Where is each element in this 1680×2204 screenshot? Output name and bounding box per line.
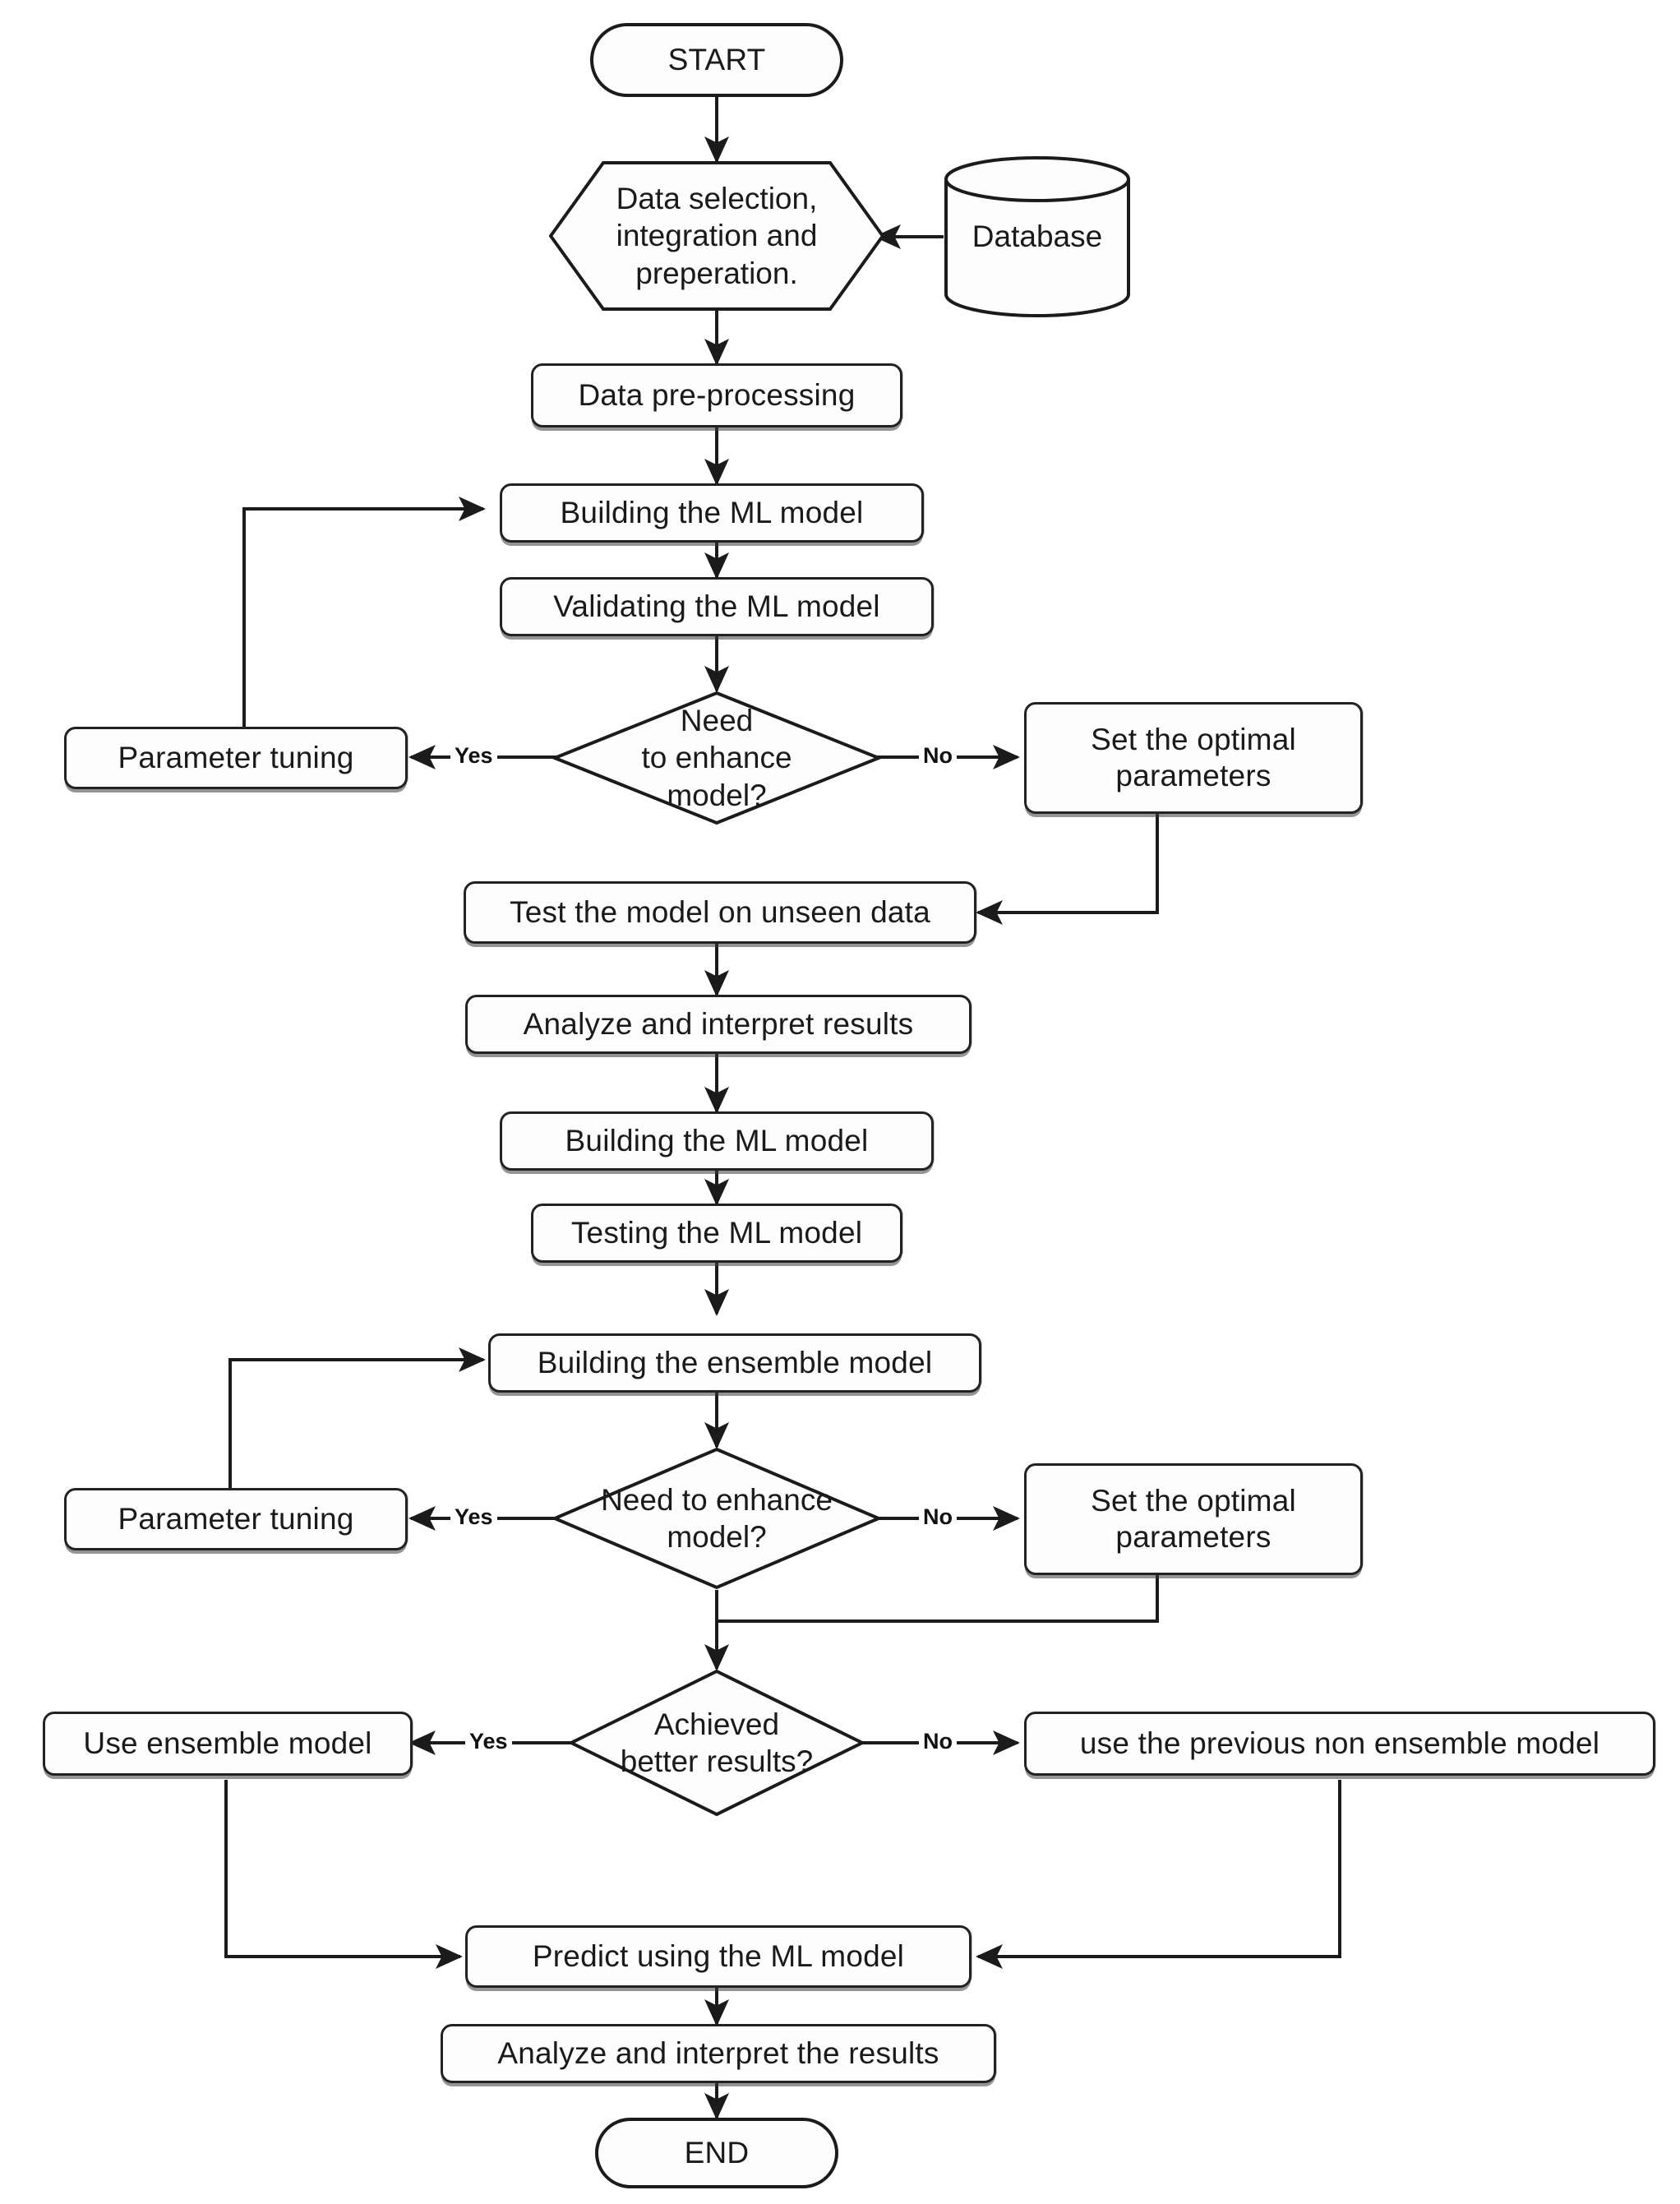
node-building-ensemble-model-label: Building the ensemble model: [537, 1346, 933, 1380]
node-building-ml-model-2-label: Building the ML model: [565, 1124, 869, 1158]
node-analyze-interpret-results-label: Analyze and interpret results: [523, 1007, 914, 1042]
node-need-enhance-2-label: Need to enhance model?: [601, 1482, 833, 1554]
node-building-ensemble-model[interactable]: Building the ensemble model: [488, 1333, 981, 1393]
node-analyze-interpret-the-results[interactable]: Analyze and interpret the results: [441, 2024, 996, 2083]
node-use-ensemble-model-label: Use ensemble model: [83, 1726, 372, 1761]
node-end[interactable]: END: [595, 2118, 838, 2188]
node-parameter-tuning-1-label: Parameter tuning: [118, 741, 354, 775]
node-set-optimal-parameters-2-label: Set the optimal parameters: [1091, 1484, 1296, 1554]
node-set-optimal-parameters-2[interactable]: Set the optimal parameters: [1024, 1463, 1363, 1575]
node-data-selection-label: Data selection, integration and preperat…: [616, 182, 818, 290]
node-need-enhance-1-label: Need to enhance model?: [641, 704, 792, 812]
edge-label-yes-1: Yes: [450, 743, 497, 769]
node-predict-using-ml-model-label: Predict using the ML model: [532, 1939, 905, 1974]
edge-label-yes-2: Yes: [450, 1504, 497, 1530]
node-test-model-unseen-label: Test the model on unseen data: [510, 895, 930, 930]
node-use-previous-non-ensemble[interactable]: use the previous non ensemble model: [1024, 1712, 1655, 1776]
node-building-ml-model-2[interactable]: Building the ML model: [500, 1111, 934, 1171]
node-data-preprocessing-label: Data pre-processing: [578, 378, 856, 413]
node-start-label: START: [667, 43, 766, 77]
node-need-enhance-1[interactable]: Need to enhance model?: [552, 691, 881, 825]
node-testing-ml-model-label: Testing the ML model: [570, 1216, 863, 1250]
node-building-ml-model-1-label: Building the ML model: [560, 496, 864, 530]
node-achieved-better-results[interactable]: Achieved better results?: [569, 1669, 865, 1817]
node-use-ensemble-model[interactable]: Use ensemble model: [43, 1712, 413, 1776]
node-set-optimal-parameters-1-label: Set the optimal parameters: [1091, 723, 1296, 792]
node-set-optimal-parameters-1[interactable]: Set the optimal parameters: [1024, 702, 1363, 814]
node-test-model-unseen[interactable]: Test the model on unseen data: [464, 881, 976, 944]
node-parameter-tuning-2[interactable]: Parameter tuning: [64, 1488, 408, 1550]
node-data-selection[interactable]: Data selection, integration and preperat…: [549, 161, 884, 311]
node-analyze-interpret-results[interactable]: Analyze and interpret results: [465, 995, 972, 1054]
node-testing-ml-model[interactable]: Testing the ML model: [531, 1204, 902, 1263]
node-achieved-better-results-label: Achieved better results?: [620, 1707, 814, 1778]
edge-label-no-3: No: [919, 1729, 957, 1754]
edge-label-yes-3: Yes: [465, 1729, 512, 1754]
node-parameter-tuning-2-label: Parameter tuning: [118, 1502, 354, 1536]
node-validating-ml-model[interactable]: Validating the ML model: [500, 577, 934, 636]
node-use-previous-non-ensemble-label: use the previous non ensemble model: [1079, 1726, 1600, 1761]
node-database[interactable]: Database: [944, 156, 1131, 317]
edge-label-no-1: No: [919, 743, 957, 769]
node-building-ml-model-1[interactable]: Building the ML model: [500, 483, 924, 543]
node-data-preprocessing[interactable]: Data pre-processing: [531, 363, 902, 427]
edge-label-no-2: No: [919, 1504, 957, 1530]
node-validating-ml-model-label: Validating the ML model: [553, 589, 880, 624]
node-database-label: Database: [972, 219, 1103, 253]
node-start[interactable]: START: [590, 23, 843, 97]
node-parameter-tuning-1[interactable]: Parameter tuning: [64, 727, 408, 789]
node-predict-using-ml-model[interactable]: Predict using the ML model: [465, 1925, 972, 1988]
node-end-label: END: [684, 2136, 750, 2170]
node-analyze-interpret-the-results-label: Analyze and interpret the results: [497, 2036, 939, 2071]
node-need-enhance-2[interactable]: Need to enhance model?: [552, 1447, 881, 1590]
